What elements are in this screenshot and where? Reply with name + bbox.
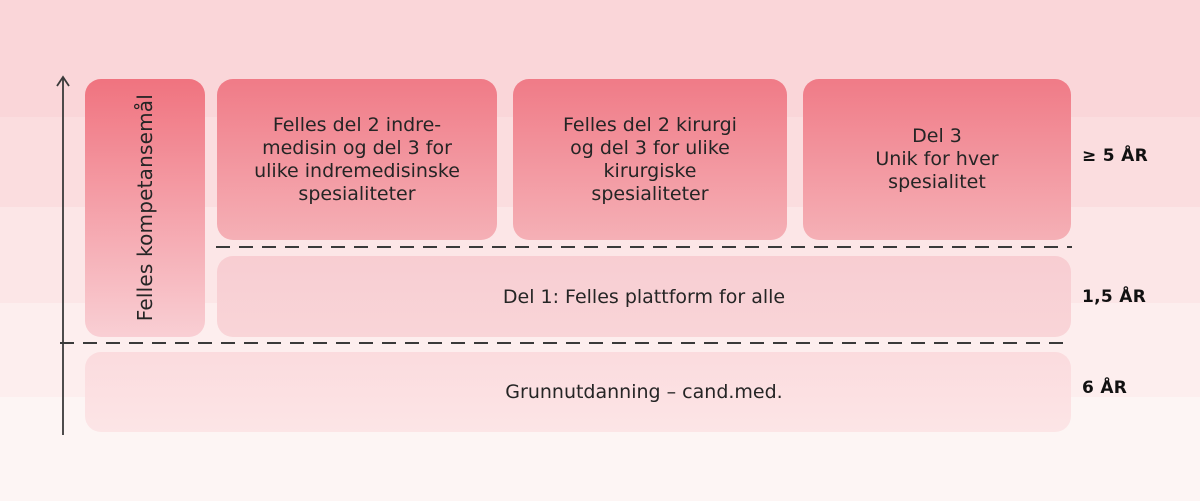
- duration-label-5yr: ≥ 5 ÅR: [1082, 146, 1148, 166]
- duration-label-1-5yr: 1,5 ÅR: [1082, 287, 1147, 307]
- felles-kompetansemaal-box: Felles kompetansemål: [85, 79, 205, 337]
- felles-kompetansemaal-label: Felles kompetansemål: [133, 94, 157, 322]
- duration-label-6yr: 6 ÅR: [1082, 378, 1128, 398]
- top-box-del3-label: Del 3 Unik for hver spesialitet: [875, 125, 999, 193]
- dashed-divider-upper: [216, 246, 1072, 248]
- top-box-kirurgi: Felles del 2 kirurgi og del 3 for ulike …: [513, 79, 787, 240]
- grunnutdanning-box: Grunnutdanning – cand.med.: [85, 352, 1071, 432]
- top-box-indremedisin-label: Felles del 2 indre- medisin og del 3 for…: [254, 113, 460, 205]
- dashed-divider-lower: [60, 342, 1070, 344]
- del1-box: Del 1: Felles plattform for alle: [217, 256, 1071, 337]
- top-box-del3: Del 3 Unik for hver spesialitet: [803, 79, 1071, 240]
- grunnutdanning-label: Grunnutdanning – cand.med.: [505, 381, 783, 403]
- del1-label: Del 1: Felles plattform for alle: [502, 285, 786, 308]
- top-box-indremedisin: Felles del 2 indre- medisin og del 3 for…: [217, 79, 497, 240]
- time-axis-arrow-icon: [56, 75, 70, 435]
- top-box-kirurgi-label: Felles del 2 kirurgi og del 3 for ulike …: [563, 113, 737, 205]
